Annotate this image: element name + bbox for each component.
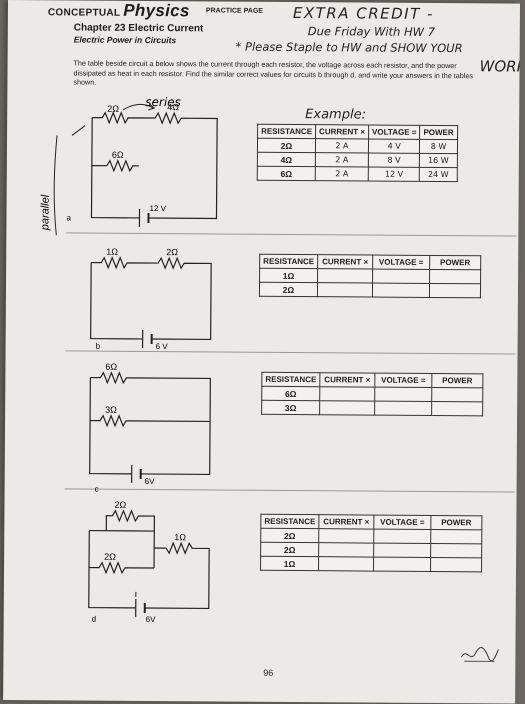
table-row: 1Ω (260, 268, 481, 284)
resistor-label: 1Ω (106, 247, 118, 257)
practice-page-label: PRACTICE PAGE (206, 7, 263, 14)
circuit-letter: b (96, 342, 101, 351)
blank-cell[interactable] (317, 283, 372, 297)
work-note: WORK- (479, 57, 520, 75)
section-divider (66, 350, 516, 354)
blank-cell[interactable] (375, 401, 432, 415)
battery-label: 12 V (150, 204, 167, 213)
resistor-label: 6Ω (105, 362, 117, 372)
resistor-label: 2Ω (104, 552, 116, 562)
circuit-b-table: RESISTANCE CURRENT × VOLTAGE = POWER 1Ω … (259, 254, 481, 299)
resistance-header: RESISTANCE (258, 124, 316, 138)
blank-cell[interactable] (319, 543, 374, 557)
circuit-d-diagram: 2Ω 2Ω 1Ω 6V d (74, 495, 255, 631)
blank-cell[interactable] (320, 401, 375, 415)
parallel-note: parallel (39, 194, 51, 231)
blank-cell[interactable] (318, 269, 373, 283)
resistor-label: 2Ω (114, 500, 126, 510)
blank-cell[interactable] (432, 387, 483, 401)
circuit-c-table: RESISTANCE CURRENT × VOLTAGE = POWER 6Ω … (261, 372, 483, 417)
table-row: 6Ω (262, 386, 483, 402)
blank-cell[interactable] (430, 269, 481, 283)
table-row: 3Ω (262, 400, 483, 416)
battery-label: 6V (145, 477, 156, 486)
blank-cell[interactable] (432, 401, 483, 415)
resistor-label: 1Ω (174, 532, 186, 542)
blank-cell[interactable] (372, 283, 429, 297)
circuit-a-diagram: 2Ω 4Ω 6Ω 12 V a series parallel (26, 95, 257, 237)
table-row: 2Ω (261, 542, 482, 558)
circuit-b-diagram: 1Ω 2Ω 6 V b (76, 240, 247, 351)
resistor-label: 2Ω (107, 104, 119, 114)
battery-label: 6V (146, 615, 157, 624)
blank-cell[interactable] (320, 387, 375, 401)
blank-cell[interactable] (429, 283, 480, 297)
blank-cell[interactable] (319, 529, 374, 543)
resistor-label: 3Ω (105, 405, 117, 415)
circuit-letter: c (95, 485, 99, 494)
resistor-label: 6Ω (112, 150, 124, 160)
circuit-letter: d (92, 615, 97, 624)
physics-logo: Physics (123, 1, 190, 20)
table-row: 2Ω (261, 528, 482, 544)
circuit-a-table: RESISTANCE CURRENT × VOLTAGE = POWER 2Ω … (257, 124, 458, 182)
instructions-text: The table beside circuit a below shows t… (73, 58, 483, 89)
blank-cell[interactable] (373, 269, 430, 283)
blank-cell[interactable] (374, 529, 431, 543)
resistor-label: 2Ω (166, 247, 178, 257)
blank-cell[interactable] (430, 557, 481, 571)
conceptual-text: CONCEPTUAL (48, 7, 120, 19)
page-number: 96 (263, 668, 273, 678)
blank-cell[interactable] (373, 557, 430, 571)
table-row: 2Ω 2 A 4 V 8 W (257, 138, 457, 153)
circuit-c-diagram: 6Ω 3Ω 6V c (75, 355, 246, 496)
author-signature-icon (458, 643, 500, 667)
table-row: 6Ω 2 A 12 V 24 W (257, 166, 457, 181)
blank-cell[interactable] (431, 529, 482, 543)
staple-note: * Please Staple to HW and SHOW YOUR (236, 40, 463, 56)
worksheet-page: CONCEPTUAL Physics PRACTICE PAGE EXTRA C… (3, 0, 520, 704)
blank-cell[interactable] (431, 543, 482, 557)
table-row: 4Ω 2 A 8 V 16 W (257, 152, 457, 167)
example-note: Example: (305, 107, 366, 122)
blank-cell[interactable] (318, 557, 373, 571)
chapter-subtitle: Electric Power in Circuits (74, 34, 177, 45)
header-title: CONCEPTUAL Physics (48, 0, 190, 21)
blank-cell[interactable] (375, 387, 432, 401)
circuit-letter: a (66, 213, 71, 222)
chapter-title: Chapter 23 Electric Current (74, 22, 204, 34)
circuit-d-table: RESISTANCE CURRENT × VOLTAGE = POWER 2Ω … (260, 514, 482, 573)
extra-credit-note: EXTRA CREDIT - (293, 4, 434, 23)
table-row: 1Ω (261, 556, 482, 572)
battery-label: 6 V (156, 342, 169, 351)
blank-cell[interactable] (374, 543, 431, 557)
due-note: Due Friday With HW 7 (308, 24, 435, 39)
series-note: series (145, 95, 181, 109)
table-row: 2Ω (259, 282, 480, 298)
power-header: POWER (420, 125, 457, 139)
